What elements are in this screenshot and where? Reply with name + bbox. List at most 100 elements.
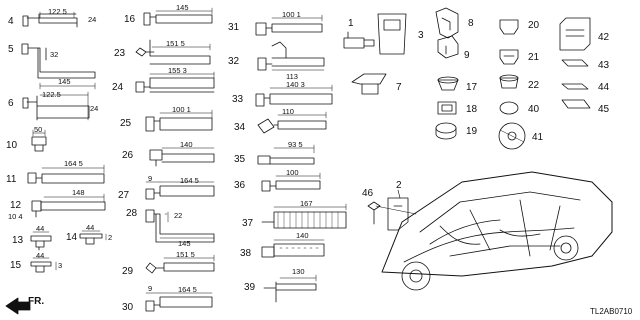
part-27-dimension-1: 9	[148, 174, 152, 183]
part-number-36[interactable]: 36	[234, 180, 246, 191]
part-22-drawing	[499, 74, 519, 89]
part-23-dimension-1: 151 5	[166, 39, 185, 48]
part-number-22[interactable]: 22	[528, 80, 540, 91]
part-16-drawing	[143, 7, 213, 26]
part-number-12[interactable]: 12	[10, 200, 22, 211]
part-27-dimension-2: 164 5	[180, 176, 199, 185]
part-number-33[interactable]: 33	[232, 94, 244, 105]
part-37-dimension-1: 167	[300, 199, 313, 208]
part-6-dimension-2: 24	[90, 104, 98, 113]
part-39-dimension-1: 130	[292, 267, 305, 276]
part-13-drawing	[30, 231, 52, 251]
part-number-3[interactable]: 3	[418, 30, 424, 41]
part-32-dimension-1: 113	[286, 72, 298, 81]
part-number-17[interactable]: 17	[466, 82, 478, 93]
part-number-27[interactable]: 27	[118, 190, 130, 201]
part-number-28[interactable]: 28	[126, 208, 138, 219]
part-5-drawing	[21, 43, 96, 90]
part-11-dimension-1: 164 5	[64, 159, 83, 168]
part-14-dimension-2: 2	[108, 233, 112, 242]
part-12-drawing	[31, 193, 106, 218]
part-41-drawing	[498, 122, 526, 150]
part-number-35[interactable]: 35	[234, 154, 246, 165]
front-direction-arrow	[5, 297, 31, 315]
part-number-6[interactable]: 6	[8, 98, 14, 109]
part-number-45[interactable]: 45	[598, 104, 610, 115]
part-29-drawing	[145, 254, 215, 274]
part-number-38[interactable]: 38	[240, 248, 252, 259]
part-28-dimension-1: 22	[174, 211, 182, 220]
part-23-drawing	[135, 39, 211, 65]
part-number-30[interactable]: 30	[122, 302, 134, 313]
part-number-2[interactable]: 2	[396, 180, 402, 191]
part-26-drawing	[149, 147, 215, 167]
part-number-37[interactable]: 37	[242, 218, 254, 229]
part-number-8[interactable]: 8	[468, 18, 474, 29]
part-number-18[interactable]: 18	[466, 104, 478, 115]
part-number-13[interactable]: 13	[12, 235, 24, 246]
part-10-drawing	[31, 129, 47, 152]
part-37-drawing	[261, 203, 347, 229]
part-number-32[interactable]: 32	[228, 56, 240, 67]
part-3-drawing	[377, 13, 407, 55]
part-number-43[interactable]: 43	[598, 60, 610, 71]
part-27-drawing	[145, 181, 215, 200]
part-28-dimension-2: 145	[178, 239, 191, 248]
part-number-25[interactable]: 25	[120, 118, 132, 129]
part-number-39[interactable]: 39	[244, 282, 256, 293]
part-number-26[interactable]: 26	[122, 150, 134, 161]
part-10-dimension-1: 50	[34, 125, 42, 134]
part-number-42[interactable]: 42	[598, 32, 610, 43]
part-13-dimension-1: 44	[36, 224, 44, 233]
part-number-40[interactable]: 40	[528, 104, 540, 115]
part-12-dimension-2: 10 4	[8, 212, 23, 221]
part-number-29[interactable]: 29	[122, 266, 134, 277]
part-number-20[interactable]: 20	[528, 20, 540, 31]
part-38-dimension-1: 140	[296, 231, 309, 240]
part-17-drawing	[437, 76, 459, 91]
part-11-drawing	[27, 164, 105, 184]
part-number-16[interactable]: 16	[124, 14, 136, 25]
part-number-7[interactable]: 7	[396, 82, 402, 93]
part-number-34[interactable]: 34	[234, 122, 246, 133]
part-number-9[interactable]: 9	[464, 50, 470, 61]
part-number-14[interactable]: 14	[66, 232, 78, 243]
part-34-dimension-1: 110	[282, 107, 294, 116]
part-44-drawing	[561, 83, 589, 90]
part-number-11[interactable]: 11	[6, 174, 17, 185]
part-4-drawing	[22, 11, 78, 28]
part-number-24[interactable]: 24	[112, 82, 124, 93]
part-number-46[interactable]: 46	[362, 188, 374, 199]
front-label: FR.	[28, 296, 44, 307]
part-number-1[interactable]: 1	[348, 18, 354, 29]
part-number-31[interactable]: 31	[228, 22, 240, 33]
part-35-drawing	[257, 144, 315, 165]
part-number-10[interactable]: 10	[6, 140, 18, 151]
part-15-drawing	[30, 257, 57, 273]
part-31-dimension-1: 100 1	[282, 10, 301, 19]
part-30-dimension-1: 9	[148, 284, 152, 293]
part-6-drawing	[22, 91, 90, 121]
part-35-dimension-1: 93 5	[288, 140, 303, 149]
part-19-drawing	[435, 122, 457, 140]
part-26-dimension-1: 140	[180, 140, 193, 149]
part-number-15[interactable]: 15	[10, 260, 22, 271]
part-number-21[interactable]: 21	[528, 52, 540, 63]
part-43-drawing	[561, 59, 589, 67]
diagram-code: TL2AB0710	[590, 307, 633, 316]
part-number-4[interactable]: 4	[8, 16, 14, 27]
part-30-dimension-2: 164 5	[178, 285, 197, 294]
part-4-dimension-2: 24	[88, 15, 96, 24]
part-15-dimension-1: 44	[36, 251, 44, 260]
part-number-5[interactable]: 5	[8, 44, 14, 55]
part-number-41[interactable]: 41	[532, 132, 544, 143]
part-1-drawing	[343, 31, 375, 49]
part-number-23[interactable]: 23	[114, 48, 126, 59]
part-20-drawing	[499, 19, 519, 35]
part-number-44[interactable]: 44	[598, 82, 610, 93]
part-number-19[interactable]: 19	[466, 126, 478, 137]
part-30-drawing	[145, 292, 213, 312]
part-29-dimension-1: 151 5	[176, 250, 195, 259]
part-33-drawing	[255, 84, 333, 107]
